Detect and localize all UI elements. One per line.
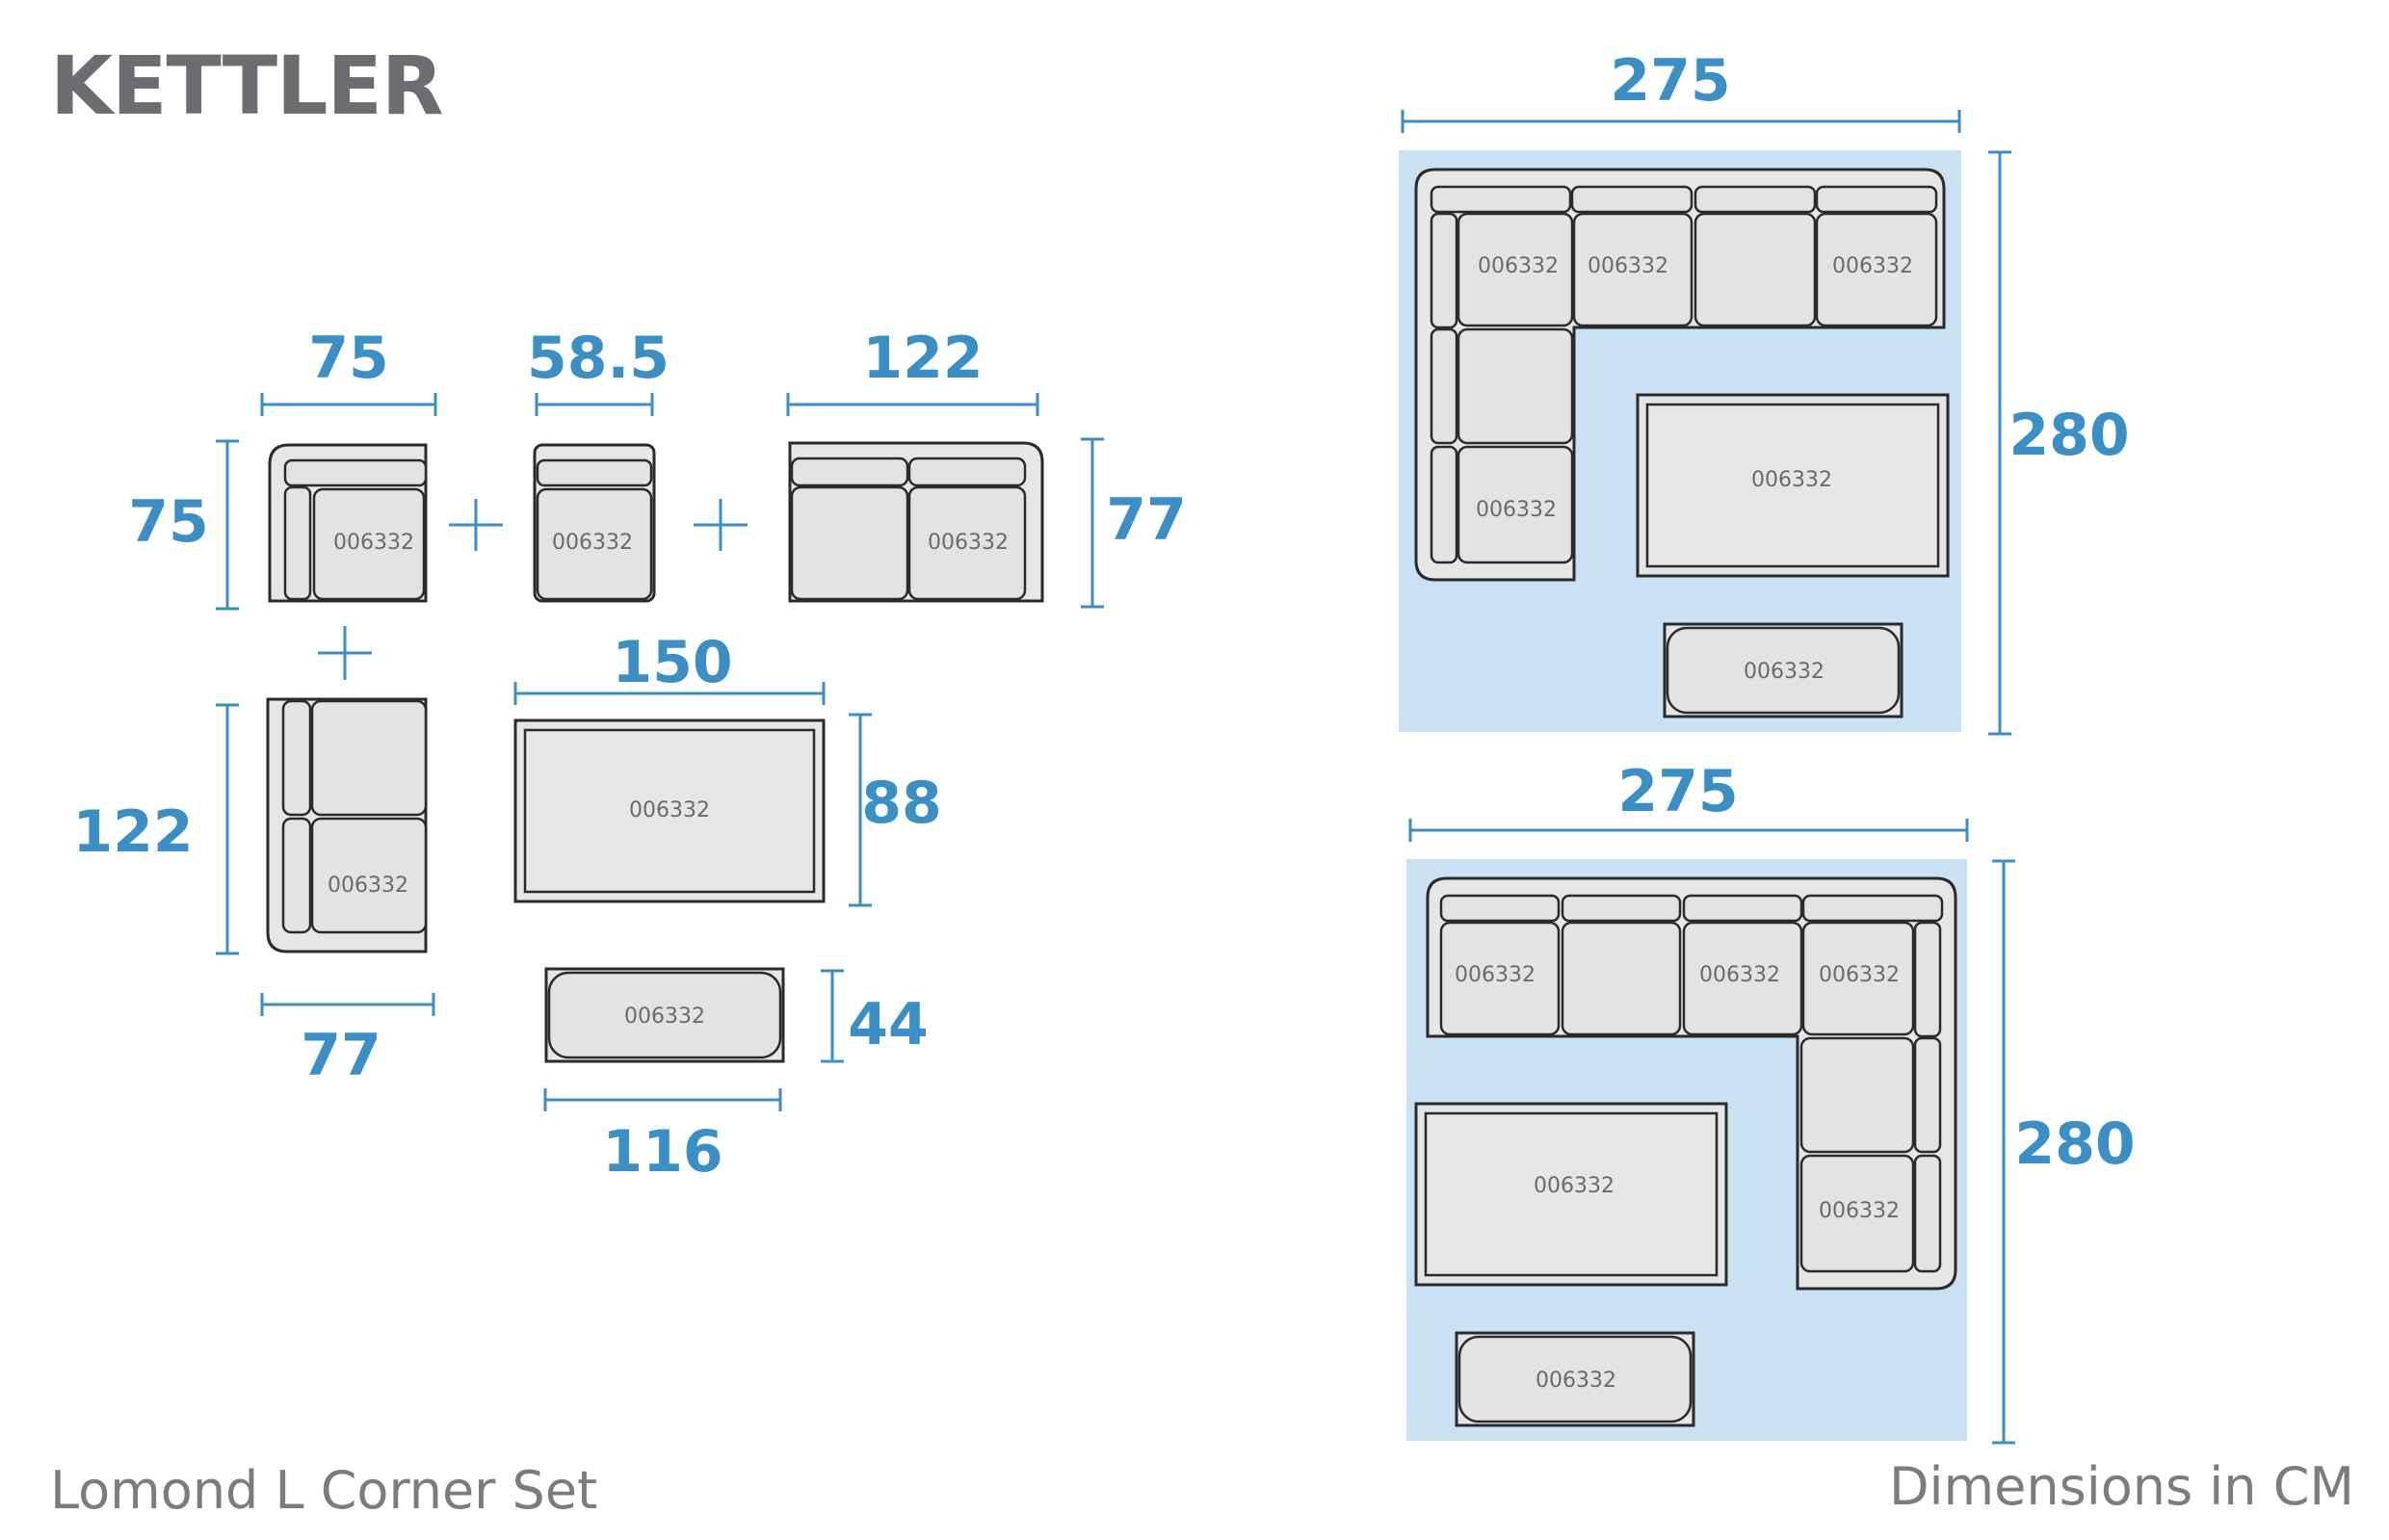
stool-module: 44 116 006332 [543,967,929,1186]
plus-icon [694,499,748,551]
table-width-label: 150 [612,629,732,696]
two-seater-depth-label: 77 [1106,486,1187,554]
two-seater-depth-dimension: 77 [1081,437,1187,609]
stool-width-label: 116 [602,1118,722,1186]
layout-2-sofa: 006332 006332 006332 006332 [1426,876,1957,1291]
stool-drawing: 006332 [544,967,785,1063]
layout-1-code: 006332 [1476,498,1557,522]
layout-left-corner: 275 280 006332 [1399,47,2130,736]
stool-depth-label: 44 [848,991,929,1058]
layout-1-stool: 006332 [1663,622,1903,718]
layout-2-code: 006332 [1699,963,1780,987]
two-seater-width-label: 122 [862,325,983,392]
layout-2-stool: 006332 [1455,1331,1695,1427]
side-module-length-dimension: 122 [72,703,239,955]
layout-1-code: 006332 [1588,254,1668,278]
middle-width-label: 58.5 [527,325,669,392]
product-name: Lomond L Corner Set [50,1460,597,1521]
two-seater-width-dimension: 122 [786,325,1039,416]
two-seater-module: 122 77 006332 [786,325,1187,609]
layout-2-code: 006332 [1455,963,1536,987]
layout-1-table: 006332 [1636,393,1950,578]
table-drawing: 006332 [513,718,826,903]
corner-module-depth-dimension: 75 [128,439,239,611]
corner-depth-label: 75 [128,488,209,556]
side-module: 122 77 006332 [72,697,435,1089]
layout-2-code: 006332 [1819,1199,1900,1223]
layout-2-code: 006332 [1536,1369,1616,1393]
layout-2-table: 006332 [1414,1102,1728,1287]
layout-2-width-label: 275 [1617,758,1738,825]
corner-module-drawing: 006332 [268,443,428,603]
middle-module-code: 006332 [552,531,633,555]
side-module-drawing: 006332 [266,697,428,953]
layout-1-code: 006332 [1478,254,1559,278]
layout-2-code: 006332 [1534,1174,1615,1198]
two-seater-drawing: 006332 [788,441,1044,603]
middle-module: 58.5 006332 [527,325,669,603]
plus-icon [449,499,503,551]
layout-2-depth-dimension: 280 [1992,859,2136,1445]
layout-1-width-label: 275 [1610,47,1730,115]
plus-icon [318,626,372,680]
side-length-label: 122 [72,798,193,866]
stool-width-dimension: 116 [543,1088,782,1186]
corner-module-code: 006332 [333,531,414,555]
table-depth-dimension: 88 [849,713,942,907]
side-module-depth-dimension: 77 [260,993,435,1089]
middle-module-drawing: 006332 [533,443,656,603]
table-module: 150 88 006332 [513,629,942,907]
table-code: 006332 [629,798,710,822]
layout-1-code: 006332 [1751,468,1832,492]
layout-2-code: 006332 [1819,963,1900,987]
stool-code: 006332 [624,1005,705,1029]
layout-1-code: 006332 [1744,660,1825,684]
two-seater-code: 006332 [928,531,1009,555]
units-note: Dimensions in CM [1889,1456,2354,1517]
layout-right-corner: 275 280 006332 [1406,758,2136,1445]
middle-module-width-dimension: 58.5 [527,325,669,416]
layout-1-width-dimension: 275 [1401,47,1961,133]
layout-1-depth-dimension: 280 [1988,150,2130,736]
corner-module: 75 75 006332 [128,325,437,611]
table-width-dimension: 150 [513,629,826,705]
layout-1-code: 006332 [1832,254,1913,278]
layout-1-sofa: 006332 006332 006332 006332 [1414,168,1946,582]
layout-2-width-dimension: 275 [1408,758,1969,842]
corner-module-width-dimension: 75 [260,325,437,416]
stool-depth-dimension: 44 [821,969,929,1063]
corner-width-label: 75 [308,325,389,392]
layout-1-depth-label: 280 [2008,402,2129,469]
side-depth-label: 77 [301,1022,381,1089]
side-module-code: 006332 [328,874,408,898]
table-depth-label: 88 [861,770,942,837]
kettler-logo: KETTLER [50,39,443,133]
layout-2-depth-label: 280 [2014,1110,2135,1178]
